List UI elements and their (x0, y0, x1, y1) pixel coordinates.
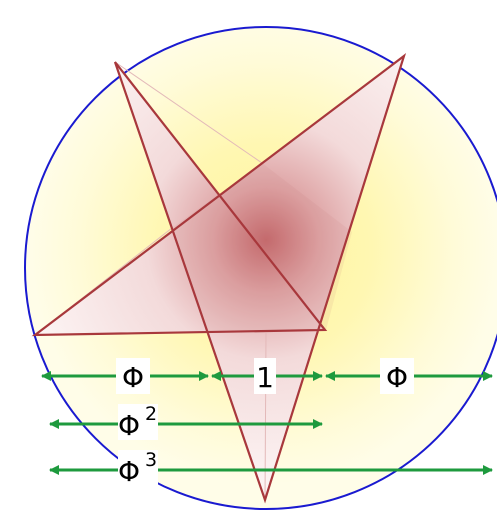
label-phi-right-group: Φ (380, 358, 414, 394)
label-phi-squared-group: Φ 2 (118, 403, 158, 442)
pentagram (35, 56, 404, 500)
label-phi-right: Φ (386, 361, 408, 394)
label-phi-squared: Φ (118, 409, 140, 442)
label-phi-left-group: Φ (116, 358, 150, 394)
label-phi-cubed-exponent: 3 (145, 449, 157, 471)
label-phi-squared-exponent: 2 (145, 403, 157, 425)
label-one: 1 (256, 361, 274, 394)
label-phi-squared-base: Φ (118, 409, 140, 442)
label-phi-cubed-base: Φ (118, 455, 140, 488)
label-phi-cubed: Φ (118, 455, 140, 488)
label-phi-left: Φ (122, 361, 144, 394)
label-phi-cubed-group: Φ 3 (118, 449, 158, 488)
label-one-group: 1 (254, 358, 276, 394)
